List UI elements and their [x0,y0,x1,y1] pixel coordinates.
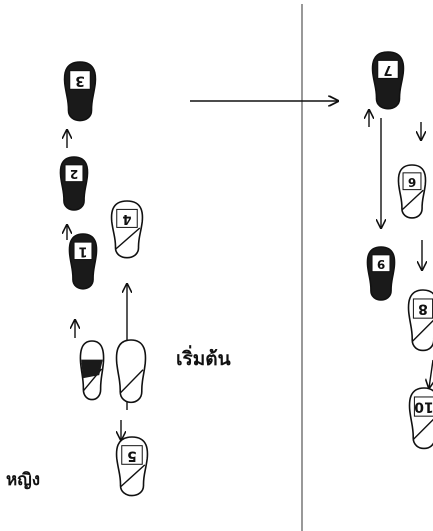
footprint-8: 8 [407,289,433,352]
footprint-stroke [412,319,433,342]
footprint-stroke [119,369,144,394]
footprint-9: 9 [366,246,396,301]
footprint-number: 8 [418,301,428,317]
footprint-number: 9 [377,257,385,271]
footprint-number-box [371,254,391,273]
footprint-number-box [377,59,399,79]
footprint-number-box [121,445,143,465]
footprint-number: 4 [122,211,131,226]
step-arrow [429,359,433,388]
footprints-layer: 3 2 1 4 5 7 6 9 8 10 [59,51,433,497]
footprint-1: 1 [68,233,98,290]
footprint-number: 2 [70,167,78,181]
footprint-number-box [73,241,93,261]
footprint-stroke [413,418,433,440]
footprint-10: 10 [408,387,433,450]
footprint-number-box [402,172,422,191]
footprint-shape [115,339,147,404]
footprint-stroke [120,464,146,488]
footprint-number-box [64,164,84,183]
footprint-number: 7 [383,62,392,77]
start-label: เริ่มต้น [176,348,231,370]
footprint-start [79,340,105,401]
footprint-stroke [401,189,424,211]
footprint-number: 5 [127,447,137,463]
footprint-7: 7 [371,51,405,110]
footprint-number-box [116,208,138,228]
footprint-3: 3 [63,61,97,122]
footprint-number: 3 [75,72,85,88]
footprint-number: 1 [78,243,87,258]
footprint-number-box [69,70,91,90]
footprint-stroke [115,227,141,250]
woman-label: หญิง [6,470,40,490]
footprint-number: 6 [408,175,416,189]
footprint-shade [81,359,103,379]
footprint-number-box [413,396,433,417]
footprint-number: 10 [414,399,433,415]
footprint-start [115,339,147,404]
footprint-4: 4 [110,200,144,259]
footprint-5: 5 [115,436,149,497]
footprint-6: 6 [397,164,427,219]
footprint-2: 2 [59,156,89,211]
